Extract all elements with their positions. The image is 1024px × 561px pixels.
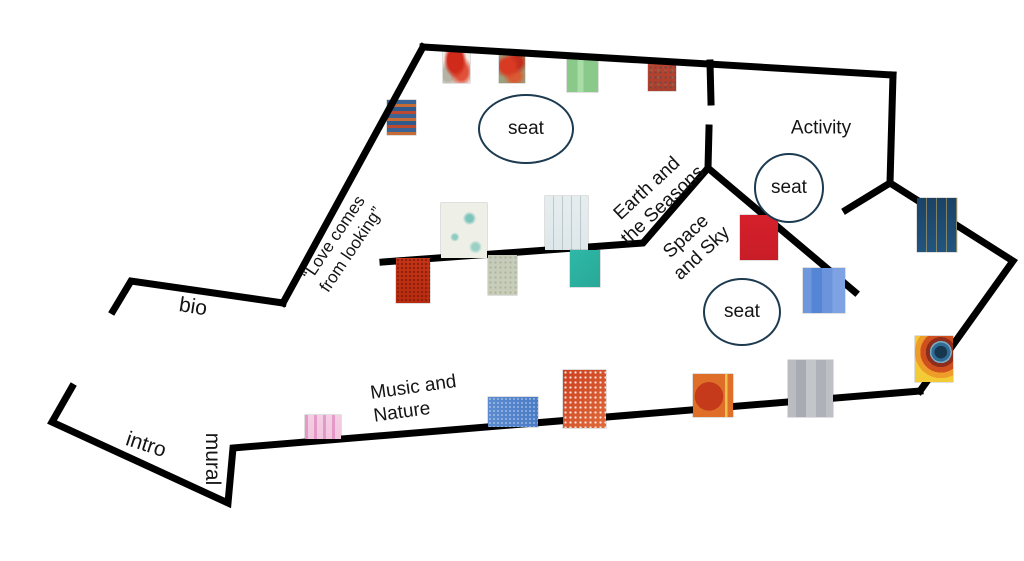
artwork-red-floral-abstract <box>499 54 525 83</box>
artwork-pink-streaks <box>305 415 341 439</box>
artwork-red-texture <box>396 258 430 303</box>
seat-marker-activity: seat <box>754 153 824 223</box>
wall-bottom <box>47 382 924 509</box>
artwork-pale-blue-dotted <box>545 196 588 250</box>
seat-label: seat <box>771 177 807 198</box>
artwork-cream-teal-flecks <box>441 203 487 258</box>
zone-label-bio: bio <box>177 293 209 321</box>
wall-top <box>419 43 897 79</box>
artwork-abstract-red-on-white <box>443 48 470 83</box>
zone-label-mural: mural <box>200 432 224 486</box>
seat-label: seat <box>508 118 544 139</box>
artwork-teal-field <box>570 250 600 287</box>
artwork-blue-speckle <box>488 397 538 427</box>
zone-label-activity: Activity <box>790 117 852 139</box>
artwork-green-field <box>567 57 598 92</box>
artwork-orange-red-circle <box>693 374 733 417</box>
wall-bio <box>108 277 287 316</box>
artwork-crimson-square <box>740 215 778 260</box>
seat-marker-space-sky: seat <box>703 278 781 346</box>
artwork-sage-speckle <box>488 255 517 295</box>
artwork-yellow-target-circles <box>915 336 953 382</box>
artwork-gray-streaks <box>788 360 833 417</box>
artwork-navy-denim-dotted <box>917 198 957 252</box>
wall-left-diagonal <box>278 42 428 308</box>
artwork-red-white-dots <box>563 370 606 428</box>
artwork-cornflower-streaks <box>803 268 845 313</box>
seat-label: seat <box>724 301 760 322</box>
seat-marker-top: seat <box>478 94 574 164</box>
